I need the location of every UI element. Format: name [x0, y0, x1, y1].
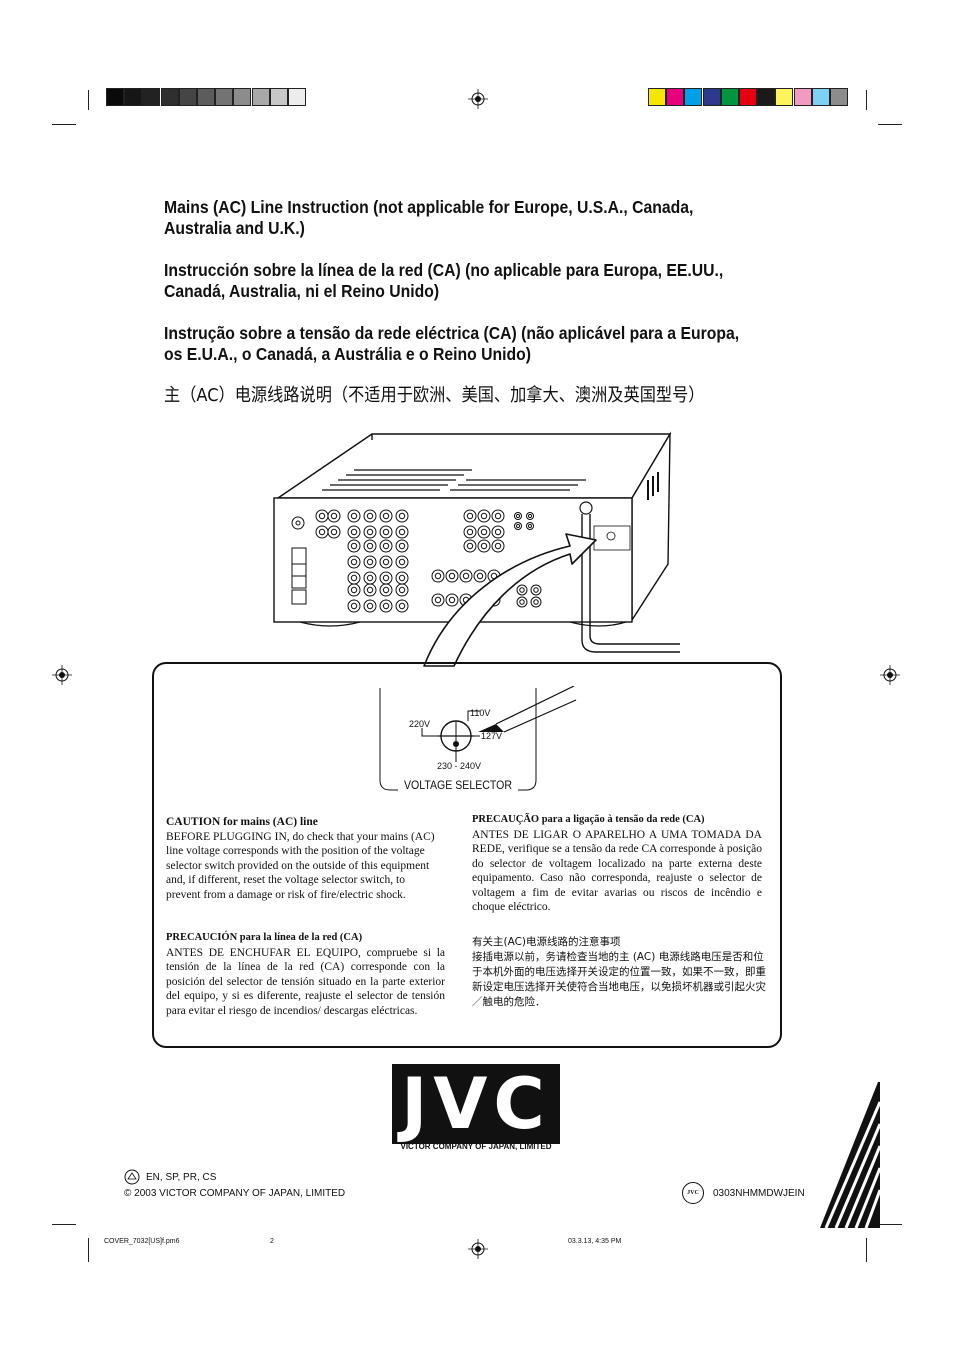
copyright: © 2003 VICTOR COMPANY OF JAPAN, LIMITED [124, 1188, 346, 1199]
color-swatch [666, 88, 685, 106]
voltage-220v-label: 220V [409, 719, 431, 729]
company-name: VICTOR COMPANY OF JAPAN, LIMITED [400, 1142, 552, 1151]
caution-portuguese-title: PRECAUÇÃO para a ligação à tensão da red… [472, 814, 705, 825]
color-swatch [757, 88, 776, 106]
color-swatch [142, 88, 161, 106]
color-swatch [288, 88, 306, 106]
jvc-logo-text: JVC [401, 1063, 551, 1145]
registration-mark-bottom [468, 1239, 488, 1259]
languages: EN, SP, PR, CS [146, 1172, 217, 1183]
color-swatch [233, 88, 252, 106]
product-code: 0303NHMMDWJEIN [713, 1188, 805, 1199]
voltage-selector-label: VOLTAGE SELECTOR [404, 778, 512, 792]
caution-english-body: BEFORE PLUGGING IN, do check that your m… [166, 830, 435, 901]
jvc-logo: JVC [392, 1064, 560, 1144]
color-swatch [178, 88, 197, 106]
caution-english: CAUTION for mains (AC) line BEFORE PLUGG… [166, 815, 442, 902]
voltage-110v-label: 110V [470, 708, 491, 718]
caution-spanish-body: ANTES DE ENCHUFAR EL EQUIPO, compruebe s… [166, 946, 445, 1017]
color-swatch [197, 88, 215, 106]
color-swatch [775, 88, 794, 106]
callout-arrow [423, 533, 597, 667]
registration-mark-left [52, 665, 72, 685]
color-swatch [106, 88, 124, 106]
caution-chinese-title: 有关主(AC)电源线路的注意事项 [472, 936, 621, 948]
color-swatch [684, 88, 703, 106]
registration-mark-top [468, 89, 488, 109]
caution-spanish: PRECAUCIÓN para la línea de la red (CA) … [166, 931, 445, 1018]
heading-portuguese: Instrução sobre a tensão da rede eléctri… [164, 323, 740, 364]
caution-chinese-body: 接插电源以前，务请检查当地的主 (AC) 电源线路电压是否和位于本机外面的电压选… [472, 951, 766, 1008]
color-swatch [160, 88, 179, 106]
decorative-stripes [820, 1082, 880, 1228]
slug-date: 03.3.13, 4:35 PM [568, 1238, 622, 1245]
voltage-selector-diagram [379, 686, 577, 791]
slug-filename: COVER_7032[US]f.pm6 [104, 1238, 180, 1245]
recycle-icon [124, 1169, 140, 1185]
color-swatch [124, 88, 143, 106]
caution-portuguese: PRECAUÇÃO para a ligação à tensão da red… [472, 813, 762, 915]
color-swatch [830, 88, 848, 106]
color-swatch [702, 88, 721, 106]
caution-spanish-title: PRECAUCIÓN para la línea de la red (CA) [166, 932, 363, 943]
color-swatch [251, 88, 270, 106]
heading-spanish: Instrucción sobre la línea de la red (CA… [164, 260, 724, 301]
caution-panel [152, 662, 782, 1048]
color-swatch [720, 88, 739, 106]
caution-portuguese-body: ANTES DE LIGAR O APARELHO A UMA TOMADA D… [472, 828, 762, 914]
voltage-230-240v-label: 230 - 240V [437, 761, 482, 771]
color-swatch [269, 88, 288, 106]
caution-chinese: 有关主(AC)电源线路的注意事项 接插电源以前，务请检查当地的主 (AC) 电源… [472, 935, 770, 1010]
color-swatch [811, 88, 830, 106]
caution-english-title: CAUTION for mains (AC) line [166, 816, 318, 828]
heading-english: Mains (AC) Line Instruction (not applica… [164, 197, 694, 238]
registration-mark-right [880, 665, 900, 685]
color-swatch [648, 88, 666, 106]
jvc-badge: JVC [682, 1182, 704, 1204]
jvc-badge-text: JVC [687, 1190, 699, 1196]
color-swatch [215, 88, 234, 106]
color-swatch [739, 88, 757, 106]
color-swatch [793, 88, 812, 106]
heading-chinese: 主（AC）电源线路说明（不适用于欧洲、美国、加拿大、澳洲及英国型号） [164, 385, 705, 406]
slug-page-number: 2 [270, 1238, 274, 1245]
voltage-127v-label: 127V [481, 731, 503, 741]
